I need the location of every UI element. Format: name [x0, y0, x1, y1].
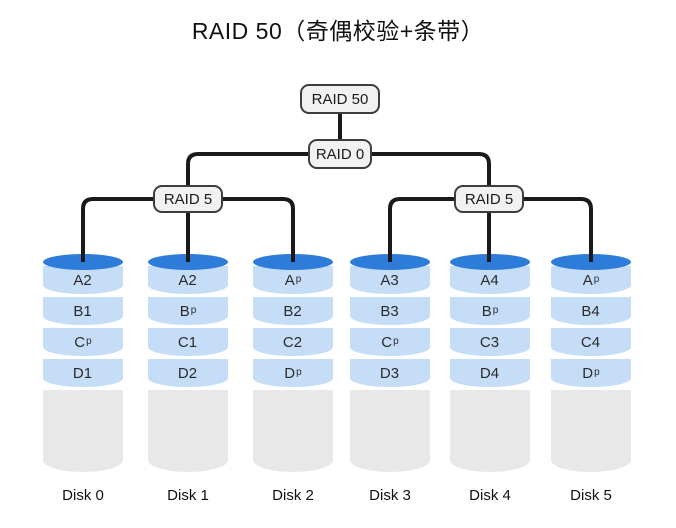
- block-sub: p: [492, 305, 499, 316]
- raid0-node-label: RAID 0: [315, 145, 365, 163]
- raid5-left-label: RAID 5: [163, 190, 213, 208]
- connector-raid5l-disk2: [223, 197, 295, 262]
- block-text: A: [582, 271, 593, 289]
- connector-raid0-raid5-right: [372, 152, 491, 185]
- disk-3-label: Disk 3: [369, 487, 411, 504]
- raid5-node-right: RAID 5: [454, 185, 524, 213]
- connector-raid0-raid5-left: [186, 152, 308, 185]
- block-text: B3: [380, 302, 399, 320]
- block-text: B2: [283, 302, 302, 320]
- block-text: C: [381, 333, 393, 351]
- disk-4-block-3: D4: [450, 359, 530, 387]
- disk-4-label: Disk 4: [469, 487, 511, 504]
- disk-3-block-1: B3: [350, 297, 430, 325]
- disk-5-label: Disk 5: [570, 487, 612, 504]
- disk-4-block-0: A4: [450, 266, 530, 294]
- block-text: D: [582, 364, 594, 382]
- raid5-node-left: RAID 5: [153, 185, 223, 213]
- disk-3-block-0: A3: [350, 266, 430, 294]
- page-title: RAID 50（奇偶校验+条带）: [191, 18, 485, 44]
- block-text: A3: [380, 271, 399, 289]
- disk-2-label: Disk 2: [272, 487, 314, 504]
- block-text: C2: [282, 333, 303, 351]
- disk-0-label: Disk 0: [62, 487, 104, 504]
- block-text: D3: [379, 364, 400, 382]
- block-text: A2: [178, 271, 197, 289]
- block-text: C: [74, 333, 86, 351]
- connector-raid5r-disk5: [524, 197, 593, 262]
- raid50-node-label: RAID 50: [311, 90, 369, 108]
- disk-0-block-3: D1: [43, 359, 123, 387]
- block-text: A2: [73, 271, 92, 289]
- block-text: B: [179, 302, 190, 320]
- block-text: B1: [73, 302, 92, 320]
- block-text: D: [284, 364, 296, 382]
- disk-3-block-3: D3: [350, 359, 430, 387]
- disk-1-block-3: D2: [148, 359, 228, 387]
- block-text: B4: [581, 302, 600, 320]
- block-text: C1: [177, 333, 198, 351]
- raid5-right-label: RAID 5: [464, 190, 514, 208]
- disk-2-body: [253, 390, 333, 472]
- disk-5-body: [551, 390, 631, 472]
- raid0-node: RAID 0: [308, 139, 372, 169]
- disk-1-block-0: A2: [148, 266, 228, 294]
- block-sub: p: [296, 367, 302, 378]
- disk-1-label: Disk 1: [167, 487, 209, 504]
- block-text: C3: [479, 333, 500, 351]
- block-text: C4: [580, 333, 601, 351]
- block-text: D2: [177, 364, 198, 382]
- disk-3-body: [350, 390, 430, 472]
- disk-1-block-2: C1: [148, 328, 228, 356]
- block-sub: p: [86, 336, 92, 347]
- disk-0-block-0: A2: [43, 266, 123, 294]
- block-sub: p: [593, 274, 600, 285]
- block-sub: p: [295, 274, 302, 285]
- block-text: D1: [72, 364, 93, 382]
- disk-5-block-2: C4: [551, 328, 631, 356]
- connector-raid5l-disk0: [81, 197, 153, 262]
- block-sub: p: [594, 367, 600, 378]
- block-sub: p: [190, 305, 197, 316]
- disk-2-block-2: C2: [253, 328, 333, 356]
- disk-4-body: [450, 390, 530, 472]
- connector-raid5r-disk3: [388, 197, 454, 262]
- disk-0-body: [43, 390, 123, 472]
- raid50-node: RAID 50: [300, 84, 380, 114]
- block-text: A4: [480, 271, 499, 289]
- block-sub: p: [393, 336, 399, 347]
- disk-5-block-1: B4: [551, 297, 631, 325]
- disk-1-body: [148, 390, 228, 472]
- block-text: A: [284, 271, 295, 289]
- block-text: B: [481, 302, 492, 320]
- disk-2-block-1: B2: [253, 297, 333, 325]
- disk-0-block-1: B1: [43, 297, 123, 325]
- block-text: D4: [479, 364, 500, 382]
- disk-4-block-2: C3: [450, 328, 530, 356]
